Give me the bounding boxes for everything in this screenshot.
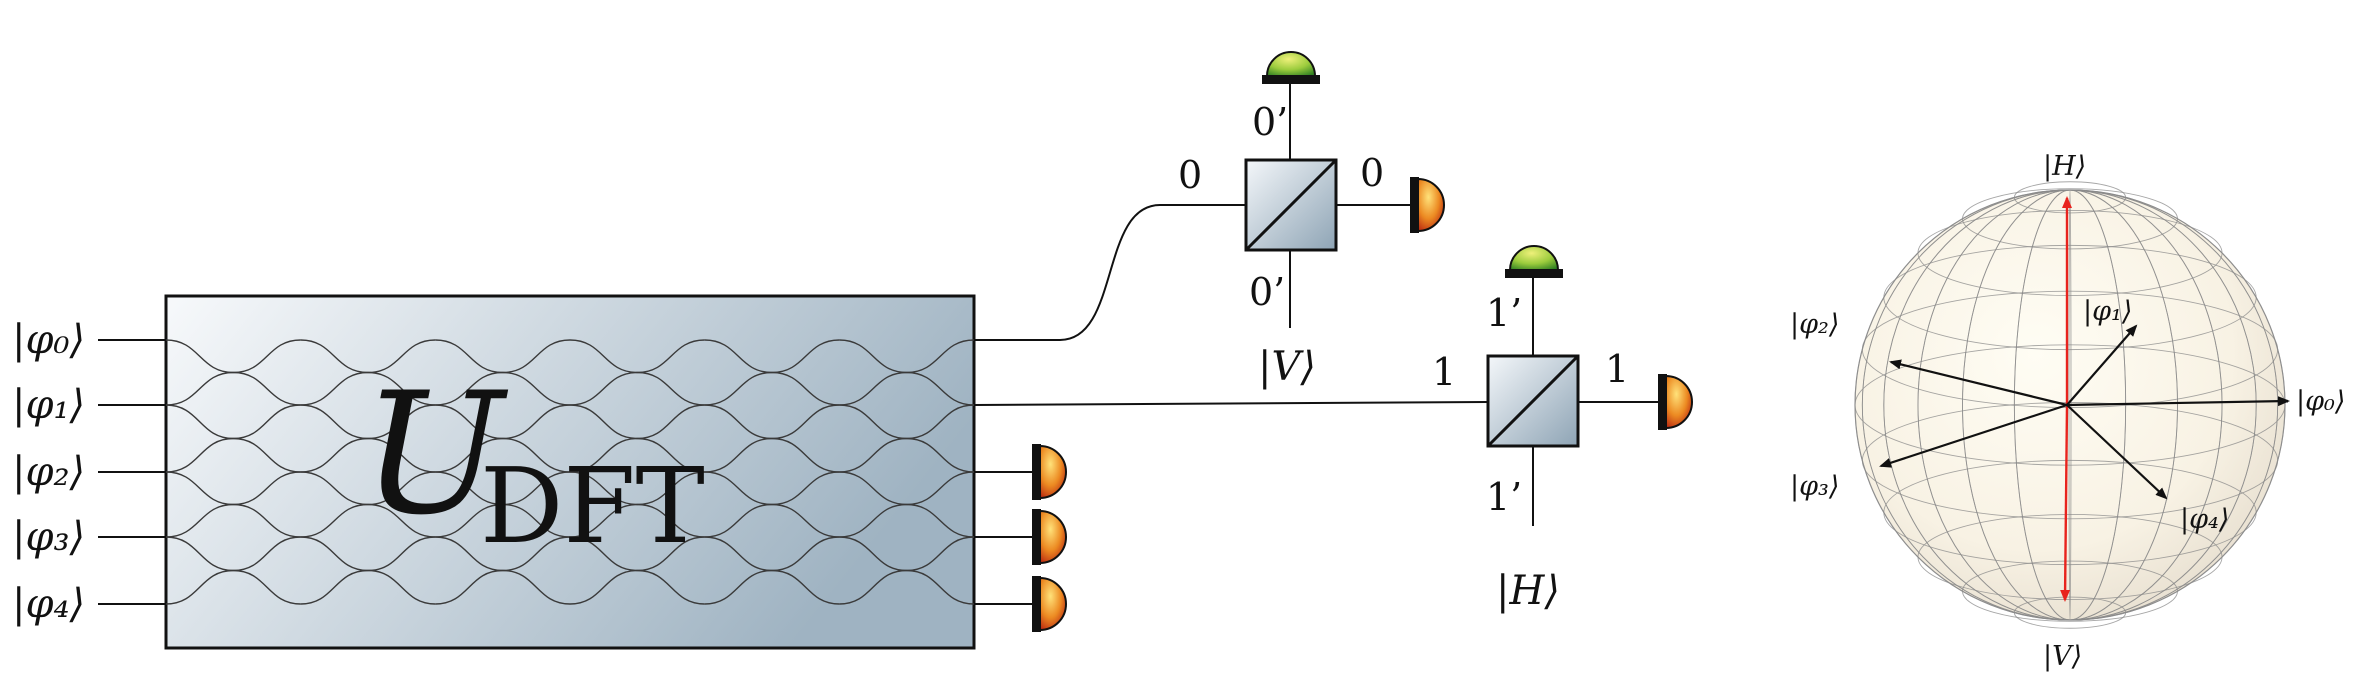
bloch-vector-phi0 (2066, 396, 2290, 407)
waveguide-segment (704, 569, 840, 605)
bloch-label-phi4: |φ₄⟩ (2180, 504, 2229, 535)
bloch-sphere: |H⟩ |V⟩ |φ₀⟩ |φ₁⟩ |φ₂⟩ |φ₃⟩ |φ₄⟩ (1790, 151, 2345, 672)
bs-top-out-label: 0 (1360, 151, 1384, 195)
waveguide-segment (165, 371, 301, 406)
bs-bottom-upper-label: 1’ (1486, 291, 1522, 335)
bloch-label-phi0: |φ₀⟩ (2296, 386, 2345, 417)
waveguide-segment (569, 437, 705, 473)
detector-top-orange (1410, 177, 1445, 233)
waveguide-segment (300, 569, 436, 605)
bloch-label-phi1: |φ₁⟩ (2083, 296, 2132, 327)
bs-top-lower-label: 0’ (1249, 270, 1285, 314)
unitary-subscript: DFT (480, 445, 705, 567)
longitude-line (1861, 189, 2279, 621)
input-wires (98, 339, 166, 605)
waveguide-network (165, 339, 975, 605)
bloch-vector-phi4 (2066, 404, 2168, 500)
detector-mode-2 (1032, 444, 1067, 500)
waveguide-segment (300, 437, 436, 473)
bloch-label-H: |H⟩ (2043, 151, 2086, 182)
waveguide-segment (165, 503, 301, 538)
beam-splitter-bottom: 1 1 1’ 1’ |H⟩ (1432, 276, 1660, 614)
bloch-vector-phi2 (1889, 359, 2068, 407)
detector-mode-3 (1032, 509, 1067, 565)
unitary-symbol: U (362, 356, 509, 552)
output-wires (973, 204, 1489, 605)
waveguide-segment (165, 569, 301, 605)
waveguide-segment (839, 437, 975, 473)
waveguide-segment (704, 503, 840, 538)
bs-bottom-out-label: 1 (1605, 347, 1629, 391)
waveguide-segment (165, 437, 301, 473)
bs-bottom-in-label: 1 (1432, 350, 1456, 394)
waveguide-segment (839, 503, 975, 538)
waveguide-segment (704, 371, 840, 406)
hv-axis-lower (2060, 404, 2071, 602)
waveguide-segment (569, 503, 705, 538)
waveguide-segment (569, 371, 705, 406)
waveguide-segment (300, 371, 436, 406)
bs-bottom-state-label: |H⟩ (1496, 568, 1560, 614)
waveguide-segment (435, 371, 571, 406)
waveguide-segment (569, 569, 705, 605)
input-label-phi0: |φ₀⟩ (12, 317, 85, 363)
waveguide-segment (435, 437, 571, 473)
bs-bottom-lower-label: 1’ (1486, 475, 1522, 519)
input-label-phi3: |φ₃⟩ (12, 514, 85, 560)
bloch-label-phi2: |φ₂⟩ (1790, 309, 1839, 340)
bloch-label-V: |V⟩ (2043, 641, 2082, 672)
waveguide-segment (839, 371, 975, 406)
bloch-label-phi3: |φ₃⟩ (1790, 471, 1839, 502)
bs-top-state-label: |V⟩ (1258, 344, 1316, 390)
udft-unitary-box: U DFT (164, 294, 976, 650)
waveguide-segment (435, 569, 571, 605)
detector-top-green (1262, 51, 1320, 84)
bs-top-in-label: 0 (1178, 153, 1202, 197)
bloch-vector-phi1 (2066, 324, 2138, 406)
input-labels: |φ₀⟩ |φ₁⟩ |φ₂⟩ |φ₃⟩ |φ₄⟩ (12, 317, 85, 627)
waveguide-segment (839, 569, 975, 605)
bloch-vector-phi3 (1879, 403, 2068, 468)
detector-bottom-green (1505, 245, 1563, 278)
input-label-phi4: |φ₄⟩ (12, 581, 85, 627)
beam-splitter-top: 0 0 0’ 0’ |V⟩ (1178, 82, 1412, 390)
waveguide-segment (300, 503, 436, 538)
input-label-phi1: |φ₁⟩ (12, 382, 85, 428)
waveguide-segment (435, 503, 571, 538)
input-label-phi2: |φ₂⟩ (12, 449, 85, 495)
waveguide-segment (704, 437, 840, 473)
bs-top-upper-label: 0’ (1252, 100, 1288, 144)
detector-bottom-orange (1658, 374, 1693, 430)
detector-mode-4 (1032, 576, 1067, 632)
